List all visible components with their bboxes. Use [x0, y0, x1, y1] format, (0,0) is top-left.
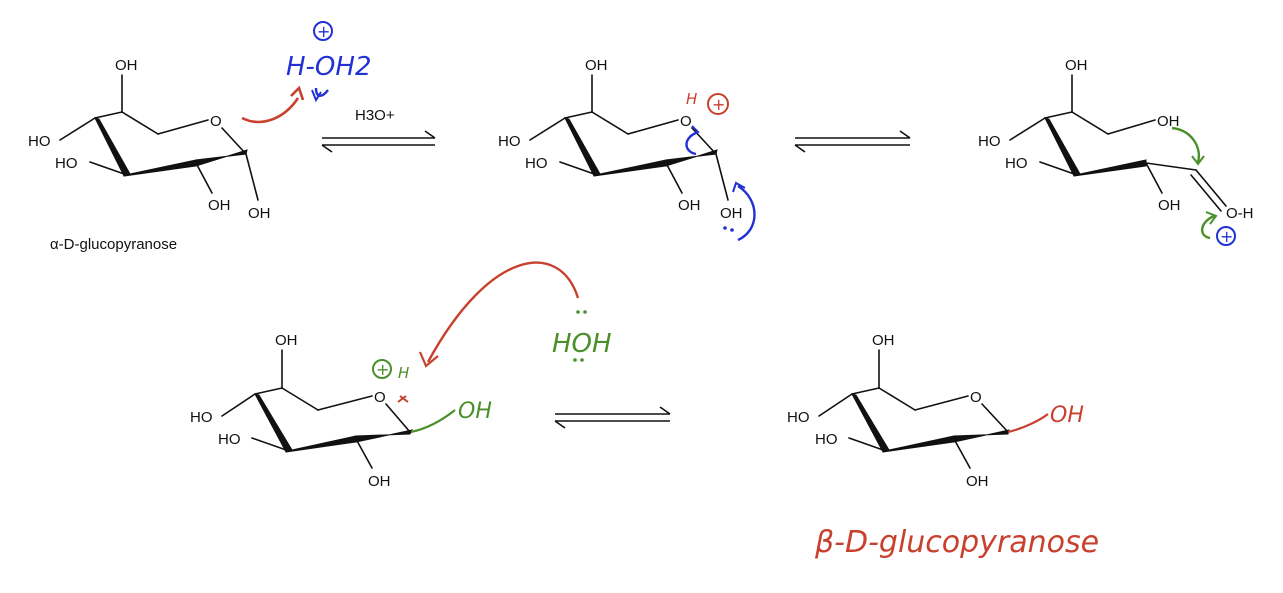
beta-name-label: β-D-glucopyranose: [814, 525, 1099, 560]
ring-oxygen-label: O: [970, 389, 982, 406]
c3-hydroxyl-label: HO: [525, 155, 548, 172]
water-base-label: HOH: [552, 329, 612, 359]
green-new-bond: [410, 409, 456, 434]
c3-hydroxyl-label: HO: [55, 155, 78, 172]
c4-hydroxyl-label: HO: [28, 133, 51, 150]
alpha-name-label: α-D-glucopyranose: [50, 236, 177, 253]
protonated-ring-structure: OH O HO HO OH OH H +: [498, 57, 756, 242]
red-deprotonation-arrow: [426, 261, 580, 363]
hydronium-label: H-OH2: [286, 52, 372, 82]
c5-hydroxyl-label: OH: [1157, 113, 1180, 130]
c2-hydroxyl-label: OH: [1158, 197, 1181, 214]
added-proton-label: H: [686, 90, 697, 108]
positive-charge-label: +: [317, 22, 330, 41]
oxonium-charge-label: +: [376, 360, 389, 379]
c6-hydroxyl-label: OH: [275, 332, 298, 349]
oxonium-charge-circle: [372, 359, 392, 379]
c3-hydroxyl-label: HO: [218, 431, 241, 448]
beta-glucopyranose-structure: OH O HO HO OH OH β-D-glucopyranose: [787, 332, 1099, 560]
oxonium-charge-label: +: [712, 95, 725, 114]
c2-hydroxyl-label: OH: [368, 473, 391, 490]
protonation-annotation: H-OH2 +: [241, 21, 372, 124]
equilibrium-arrow-3: [554, 406, 671, 429]
c2-hydroxyl-label: OH: [208, 197, 231, 214]
c3-hydroxyl-label: HO: [1005, 155, 1028, 172]
equilibrium-arrow-2: [794, 130, 911, 153]
oxonium-charge-circle: [707, 93, 729, 115]
anomeric-hydroxyl-label: OH: [720, 205, 743, 222]
c4-hydroxyl-label: HO: [498, 133, 521, 150]
c6-hydroxyl-label: OH: [872, 332, 895, 349]
green-anomeric-hydroxyl: OH: [458, 399, 492, 424]
blue-bond-arrow: [314, 87, 329, 97]
green-pi-arrow: [1201, 214, 1215, 240]
oxocarbenium-charge-circle: [1216, 226, 1236, 246]
c2-hydroxyl-label: OH: [678, 197, 701, 214]
c4-hydroxyl-label: HO: [190, 409, 213, 426]
reagent-label: H3O+: [355, 107, 395, 124]
ring-oxygen-label: O: [374, 389, 386, 406]
red-anomeric-hydroxyl: OH: [1050, 403, 1084, 428]
positive-charge-circle: [313, 21, 333, 41]
c2-hydroxyl-label: OH: [966, 473, 989, 490]
equilibrium-arrow-1: H3O+: [321, 107, 436, 153]
open-chain-structure: OH OH HO HO OH O-H +: [978, 57, 1254, 246]
green-attack-arrow: [1171, 126, 1201, 163]
c6-hydroxyl-label: OH: [115, 57, 138, 74]
c3-hydroxyl-label: HO: [815, 431, 838, 448]
c6-hydroxyl-label: OH: [1065, 57, 1088, 74]
ring-proton-label: H: [398, 364, 409, 382]
ring-oxygen-label: O: [680, 113, 692, 130]
alpha-glucopyranose-structure: OH O HO HO OH OH α-D-glucopyranose: [28, 57, 271, 253]
reclosed-ring-structure: OH O HO HO OH OH + H HOH: [190, 261, 612, 490]
red-attack-arrow: [241, 97, 300, 124]
c6-hydroxyl-label: OH: [585, 57, 608, 74]
c4-hydroxyl-label: HO: [978, 133, 1001, 150]
oxocarbenium-charge-label: +: [1220, 227, 1233, 246]
red-anomeric-bond: [1007, 413, 1049, 434]
ring-oxygen-label: O: [210, 113, 222, 130]
anomeric-hydroxyl-label: OH: [248, 205, 271, 222]
blue-lone-pair-arrow: [737, 184, 756, 242]
c4-hydroxyl-label: HO: [787, 409, 810, 426]
carbonyl-oxygen-label: O-H: [1226, 205, 1254, 222]
